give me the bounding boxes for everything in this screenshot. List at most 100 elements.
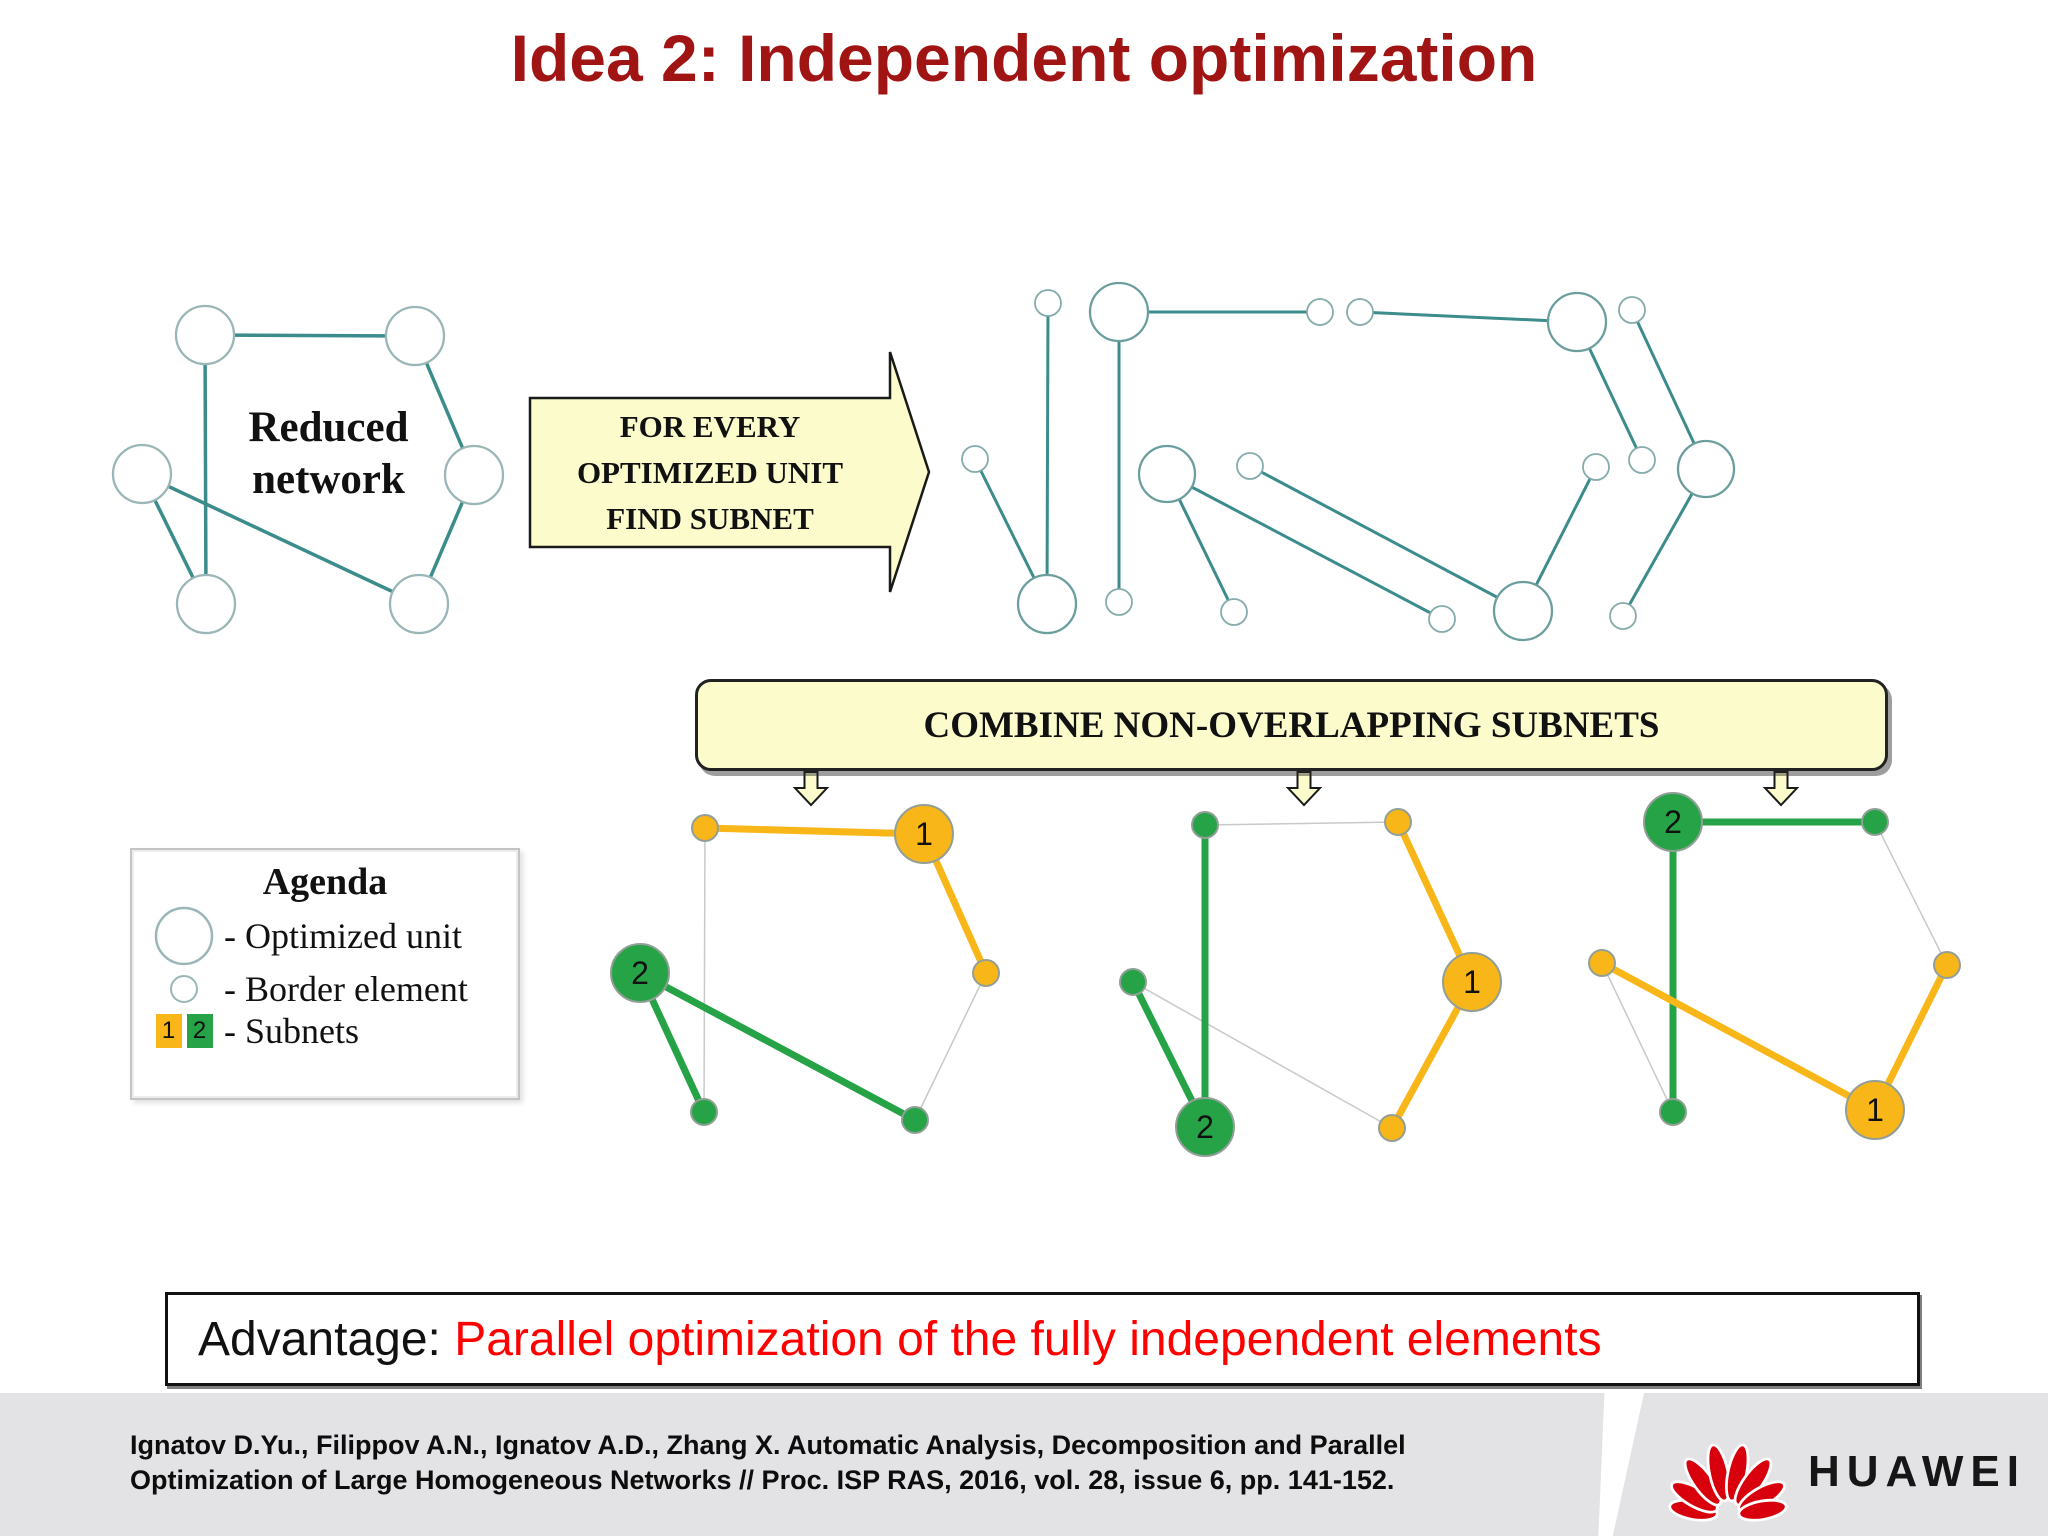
subnet-network-border-node (1220, 598, 1248, 626)
subnet-diagram-1-edge-link (703, 827, 706, 1113)
subnet-diagram-2-edge-link (1132, 981, 1393, 1129)
optimized-unit-icon (144, 904, 224, 968)
subnet-network-edge (1249, 464, 1524, 613)
subnet-network-border-node (1609, 602, 1637, 630)
subnet-diagram-3-border-node (1588, 949, 1616, 977)
subnet-diagram-2-unit-label: 1 (1463, 964, 1481, 1000)
advantage-box: Advantage: Parallel optimization of the … (165, 1292, 1920, 1386)
reduced-network-edge (204, 333, 416, 338)
subnet-network-unit-node (1492, 580, 1554, 642)
subnet-network-unit-node (1676, 439, 1736, 499)
legend-title: Agenda (262, 861, 388, 903)
combine-banner-label: COMBINE NON-OVERLAPPING SUBNETS (923, 704, 1660, 746)
citation: Ignatov D.Yu., Filippov A.N., Ignatov A.… (130, 1428, 1550, 1498)
subnet-network-edge (1630, 309, 1708, 470)
subnet-network-unit-node (1137, 444, 1197, 504)
legend-panel: Agenda - Optimized unit - Border element… (130, 848, 520, 1100)
subnet-diagram-2-border-node (1378, 1114, 1406, 1142)
subnet-diagram-2-unit-label: 2 (1196, 1109, 1214, 1145)
legend-optimized-unit-label: - Optimized unit (224, 916, 462, 956)
subnet-network-unit-node (1016, 573, 1078, 635)
subnet-diagram-3-unit-node (1845, 1080, 1905, 1140)
subnet-network-border-node (1428, 605, 1456, 633)
subnet-network-border-node (1105, 588, 1133, 616)
subnet-diagram-2-border-node (1191, 811, 1219, 839)
reduced-network-label-line1: Reduced (248, 404, 409, 451)
process-arrow-line2: OPTIMIZED UNIT (576, 455, 844, 490)
subnet-diagram-3-border-node (1659, 1098, 1687, 1126)
huawei-wordmark: HUAWEI (1808, 1447, 2026, 1496)
subnet-diagram-3-edge-link (1601, 962, 1674, 1113)
process-arrow-line3: FIND SUBNET (606, 501, 814, 536)
subnet-diagram-1-edge-green (638, 969, 917, 1124)
reduced-network-edge (141, 472, 420, 606)
subnet-2-badge: 2 (186, 1014, 213, 1048)
legend-border-element-label: - Border element (224, 969, 468, 1009)
subnet-diagram-3-border-node (1933, 951, 1961, 979)
legend-row-border-element: - Border element (144, 968, 518, 1010)
subnet-diagram-3-unit-label: 1 (1866, 1092, 1884, 1128)
advantage-prefix: Advantage: (198, 1312, 455, 1366)
reduced-network-unit-node (443, 444, 505, 506)
subnet-diagram-2-edge-link (1204, 821, 1399, 826)
subnet-diagram-3-edge-link (1874, 821, 1948, 966)
subnet-network-edge (1359, 310, 1578, 324)
citation-line1: Ignatov D.Yu., Filippov A.N., Ignatov A.… (130, 1430, 1406, 1460)
advantage-highlight: Parallel optimization of the fully indep… (454, 1312, 1602, 1366)
subnet-diagram-2-unit-node (1442, 952, 1502, 1012)
combine-banner: COMBINE NON-OVERLAPPING SUBNETS (695, 679, 1888, 771)
subnet-diagram-1-border-node (691, 814, 719, 842)
subnet-diagram-3-unit-label: 2 (1664, 804, 1682, 840)
subnet-diagram-2-border-node (1384, 808, 1412, 836)
subnet-diagram-1-border-node (690, 1098, 718, 1126)
subnet-network-border-node (1236, 452, 1264, 480)
reduced-network-unit-node (388, 573, 450, 635)
border-element-icon (144, 972, 224, 1006)
subnet-network-edge (1166, 472, 1443, 621)
reduced-network-unit-node (111, 443, 173, 505)
subnet-diagram-1-unit-node (894, 804, 954, 864)
subnet-network-border-node (1582, 453, 1610, 481)
process-arrow-text: FOR EVERY OPTIMIZED UNIT FIND SUBNET (530, 404, 890, 542)
subnet-diagram-1-unit-label: 1 (915, 816, 933, 852)
down-arrow (1762, 771, 1800, 807)
subnet-network-unit-node (1088, 281, 1150, 343)
subnet-diagram-1-unit-node (610, 943, 670, 1003)
reduced-network-label-line2: network (252, 456, 405, 503)
subnet-diagram-3-border-node (1861, 808, 1889, 836)
down-arrow (1285, 771, 1323, 807)
subnet-network-unit-node (1546, 291, 1608, 353)
subnet-network-border-node (1628, 446, 1656, 474)
subnet-diagram-1-border-node (972, 959, 1000, 987)
citation-line2: Optimization of Large Homogeneous Networ… (130, 1465, 1395, 1495)
subnet-diagram-3-unit-node (1643, 792, 1703, 852)
subnet-diagram-3-edge-yellow (1600, 959, 1877, 1114)
down-arrow (792, 771, 830, 807)
reduced-network-unit-node (175, 573, 237, 635)
subnet-diagram-1-border-node (901, 1106, 929, 1134)
reduced-network-label: Reduced network (206, 402, 451, 506)
subnet-1-badge: 1 (155, 1014, 182, 1048)
subnet-diagram-1-unit-label: 2 (631, 955, 649, 991)
reduced-network-unit-node (174, 304, 236, 366)
legend-row-optimized-unit: - Optimized unit (144, 904, 518, 968)
subnet-network-border-node (1618, 296, 1646, 324)
process-arrow-shape (528, 351, 931, 593)
process-arrow-line1: FOR EVERY (619, 409, 801, 444)
huawei-logo: HUAWEI (1668, 1420, 2026, 1524)
slide-title: Idea 2: Independent optimization (510, 21, 1538, 95)
subnet-diagram-1-edge-link (914, 972, 987, 1121)
subnet-diagram-2-border-node (1119, 968, 1147, 996)
legend-subnets-label: - Subnets (224, 1011, 359, 1051)
subnet-network-border-node (1306, 298, 1334, 326)
subnet-diagram-2-unit-node (1175, 1097, 1235, 1157)
subnet-diagram-1-edge-yellow (704, 824, 925, 838)
subnet-network-border-node (961, 445, 989, 473)
reduced-network-edge (203, 334, 208, 605)
legend-row-subnets: 1 2 - Subnets (144, 1010, 518, 1052)
reduced-network-unit-node (384, 305, 446, 367)
huawei-flower-icon (1668, 1443, 1788, 1522)
subnet-network-edge (1045, 302, 1050, 605)
